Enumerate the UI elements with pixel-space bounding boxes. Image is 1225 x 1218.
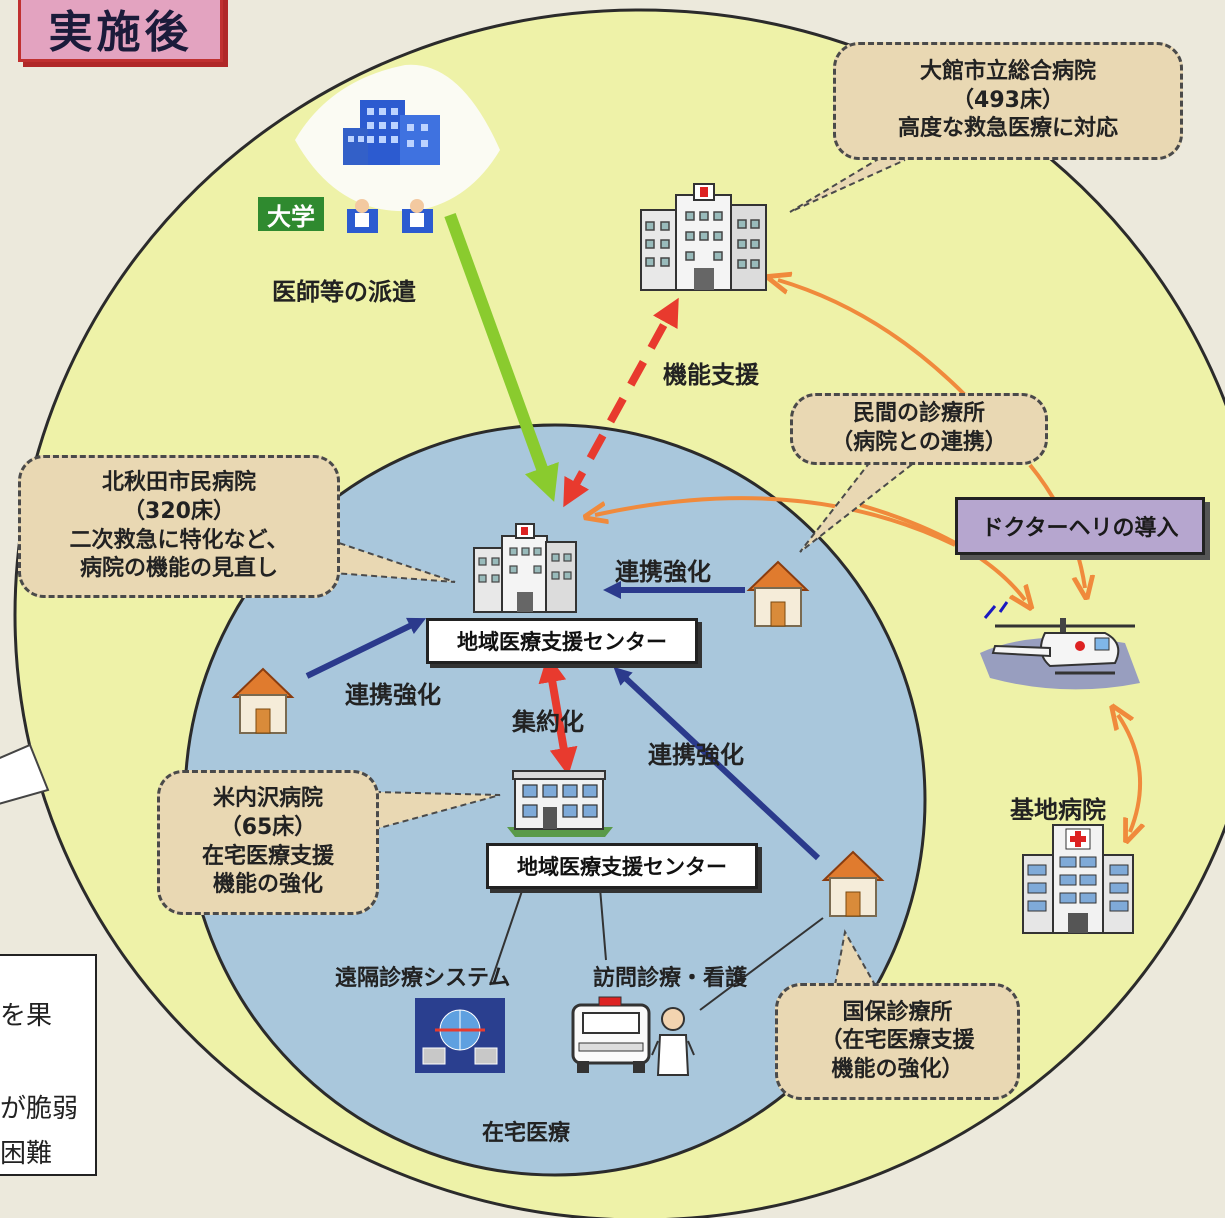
regional-support-center-box-1: 地域医療支援センター: [426, 618, 698, 664]
orange-arrow-base: [1118, 715, 1140, 832]
visit-label: 訪問診療・看護: [593, 966, 748, 991]
telemedicine-icon: [415, 998, 505, 1073]
blue-arrow-diagonal: [613, 666, 821, 861]
kokuho-name: 国保診療所: [842, 999, 953, 1025]
regional-support-center-label: 地域医療支援センター: [457, 630, 667, 654]
home-care-label: 在宅医療: [482, 1121, 571, 1146]
base-hospital-label: 基地病院: [1010, 796, 1106, 824]
private-clinic-callout: 民間の診療所 （病院との連携）: [790, 393, 1048, 465]
orange-arrow-odate: [778, 280, 967, 397]
renkei-label-diagonal: 連携強化: [648, 741, 744, 769]
blue-arrow-left: [305, 617, 427, 679]
yonaizawa-hospital-callout: 米内沢病院 （65床） 在宅医療支援 機能の強化: [157, 770, 379, 915]
yonaizawa-role-line1: 在宅医療支援: [201, 843, 334, 869]
tail-odate: [789, 157, 906, 213]
nurse-icon: [651, 1007, 695, 1076]
left-partial-box: [0, 954, 97, 1176]
private-clinic-note: （病院との連携）: [831, 430, 1007, 455]
odate-beds: （493床）: [952, 87, 1064, 113]
yonaizawa-hospital-icon: [507, 770, 613, 837]
left-chevron: [0, 743, 50, 805]
ambulance-icon: [571, 996, 651, 1073]
kitaakita-role-line1: 二次救急に特化など、: [69, 527, 289, 553]
left-fragment-3: 困難: [0, 1139, 53, 1169]
odate-hospital-callout: 大館市立総合病院 （493床） 高度な救急医療に対応: [833, 42, 1183, 160]
doctor-heli-box: ドクターヘリの導入: [955, 497, 1205, 555]
line-telemed: [489, 887, 524, 986]
university-label: 大学: [258, 197, 324, 231]
red-dashed-arrow: [563, 297, 679, 508]
green-arrow: [444, 212, 559, 502]
university-building-icon: [343, 100, 440, 165]
doctor-heli-label: ドクターヘリの導入: [981, 516, 1179, 541]
kitaakita-role-line2: 病院の機能の見直し: [79, 556, 278, 582]
private-clinic-name: 民間の診療所: [852, 401, 985, 427]
dispatch-label: 医師等の派遣: [272, 278, 416, 306]
yonaizawa-beds: （65床）: [219, 814, 317, 840]
house-icon: [231, 667, 295, 734]
tail-kokuho: [834, 929, 876, 986]
left-fragment-2: が脆弱: [0, 1094, 79, 1124]
house-icon: [746, 560, 810, 627]
kokuho-role-line2: 機能の強化）: [831, 1056, 964, 1082]
title-tag: 実施後: [18, 0, 223, 62]
odate-hospital-icon: [640, 183, 767, 291]
shuyaku-label: 集約化: [512, 708, 584, 736]
kitaakita-beds: （320床）: [123, 498, 235, 524]
house-icon: [821, 850, 885, 917]
kitaakita-hospital-icon: [473, 523, 577, 613]
tail-yonaizawa: [371, 791, 501, 831]
doctor-icon: [402, 199, 433, 233]
function-support-label: 機能支援: [663, 361, 759, 389]
kokuho-role-line1: （在宅医療支援: [820, 1028, 975, 1054]
regional-support-center-label: 地域医療支援センター: [517, 855, 727, 879]
tail-private: [799, 461, 916, 553]
orange-arrow-kitaakita: [595, 496, 956, 547]
renkei-label-left: 連携強化: [345, 681, 441, 709]
line-visit: [599, 887, 607, 961]
regional-support-center-box-2: 地域医療支援センター: [486, 843, 758, 889]
left-fragment-1: を果: [0, 1001, 53, 1031]
page-title: 実施後: [48, 7, 193, 58]
kokuho-clinic-callout: 国保診療所 （在宅医療支援 機能の強化）: [775, 983, 1020, 1100]
odate-name: 大館市立総合病院: [919, 59, 1096, 85]
doctor-icon: [347, 199, 378, 233]
yonaizawa-role-line2: 機能の強化: [212, 872, 323, 898]
base-hospital-icon: [1022, 824, 1134, 934]
odate-role: 高度な救急医療に対応: [897, 116, 1118, 142]
kitaakita-hospital-callout: 北秋田市民病院 （320床） 二次救急に特化など、 病院の機能の見直し: [18, 455, 340, 598]
tail-kitaakita: [319, 539, 456, 583]
red-short-arrow: [538, 654, 578, 776]
line-kokuho: [699, 917, 824, 1011]
yonaizawa-name: 米内沢病院: [212, 786, 323, 812]
telemed-label: 遠隔診療システム: [335, 966, 511, 991]
kitaakita-name: 北秋田市民病院: [101, 470, 256, 496]
helicopter-icon: [980, 601, 1140, 690]
renkei-label-right: 連携強化: [615, 558, 711, 586]
